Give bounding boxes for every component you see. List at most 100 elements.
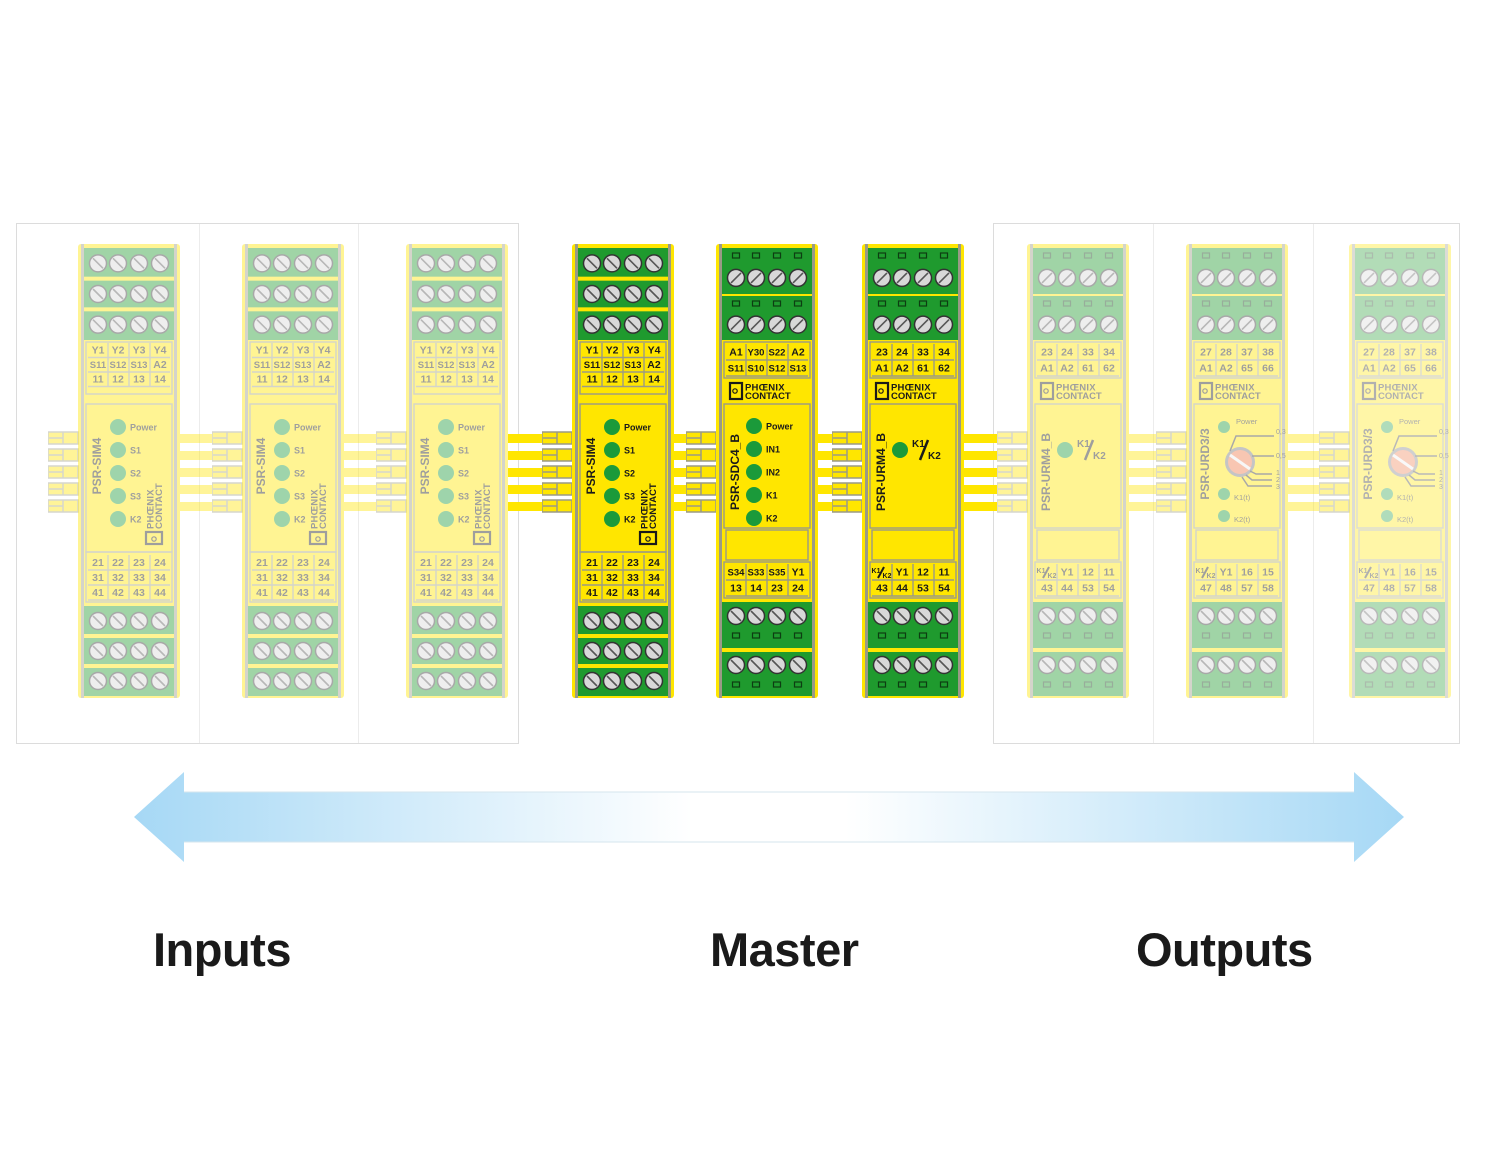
wire-entry [793,252,803,259]
label-frame [1356,561,1444,599]
bus-strip [180,468,212,477]
screw-icon [436,284,456,304]
wire-entry [918,300,928,307]
screw-icon [436,315,456,334]
status-led [746,418,762,434]
connector-pin [376,499,407,513]
status-led [274,511,290,527]
label-frame [1356,341,1444,379]
screw-slot [420,257,432,269]
front-face [1193,403,1281,529]
screw-slot [276,319,288,331]
connector-pin [376,482,407,496]
screw-icon [1037,606,1057,626]
screw-slot [112,615,124,627]
rail [245,244,248,698]
screw-slot [627,319,639,331]
screw-slot [482,288,494,300]
terminal-label: 14 [648,373,660,385]
status-led [1381,488,1393,500]
terminal-label: 23 [1041,347,1053,359]
terminal-label: 57 [1404,583,1416,595]
slash [1364,566,1372,579]
led-label: K2 [1093,451,1106,462]
terminal-label: 12 [917,567,929,579]
terminal-label: 34 [648,572,660,584]
module-name: PSR-URM4_B [874,433,888,511]
wire-entry [1201,681,1211,688]
screw-slot [917,610,929,622]
bus-strip [964,468,997,477]
connector-pin [212,448,243,462]
terminal-label: A1 [729,347,743,359]
bus-strip [508,451,542,460]
screw-icon [1196,606,1216,626]
screw-slot [440,257,452,269]
screw-icon [1057,606,1077,626]
connector-pin [1319,482,1350,496]
screw-icon [1379,606,1399,626]
screw-slot [297,675,309,687]
screw-slot [461,319,473,331]
screw-icon [88,254,108,273]
terminal-label: 13 [297,373,309,385]
wire-entry [1062,632,1072,639]
screw-slot [750,610,762,622]
brand-line1: PHŒNIX [310,489,321,529]
screw-slot [154,675,166,687]
terminal-block [1355,296,1445,340]
terminal-label: 53 [917,583,929,595]
screw-slot [1404,610,1416,622]
terminal-label: 41 [92,587,104,599]
screw-icon [436,671,456,691]
label-frame [249,551,337,603]
screw-slot [154,319,166,331]
led-label: S1 [458,446,469,456]
terminal-label: 21 [586,557,598,569]
status-led [110,419,126,435]
bus-strip [180,451,212,460]
bus-strip [1129,434,1156,443]
screw-icon [293,611,313,631]
screw-slot [606,675,618,687]
screw-slot [648,288,660,300]
terminal-label: 27 [1200,347,1212,359]
wire-entry [1426,681,1436,688]
screw-slot [1061,659,1073,671]
wire-entry [772,300,782,307]
front-face [249,403,337,553]
screw-slot [917,272,929,284]
screw-icon [272,611,292,631]
screw-slot [1041,610,1053,622]
rail [1282,244,1285,698]
terminal-label: 38 [1425,347,1437,359]
screw-slot [256,645,268,657]
terminal-label: S13 [790,364,807,375]
screw-slot [92,615,104,627]
screw-icon [314,284,334,304]
terminal-label: K2 [883,573,892,580]
terminal-separator [248,276,338,281]
bus-strip [818,485,832,494]
wire-entry [751,681,761,688]
terminal-label: 31 [92,572,104,584]
status-led [1218,510,1230,522]
terminal-label: Y1 [1220,567,1233,579]
screw-slot [440,288,452,300]
bus-bridge [344,434,376,511]
screw-slot [1241,610,1253,622]
screw-slot [1383,610,1395,622]
terminal-separator [578,307,668,312]
terminal-label: Y1 [896,567,909,579]
